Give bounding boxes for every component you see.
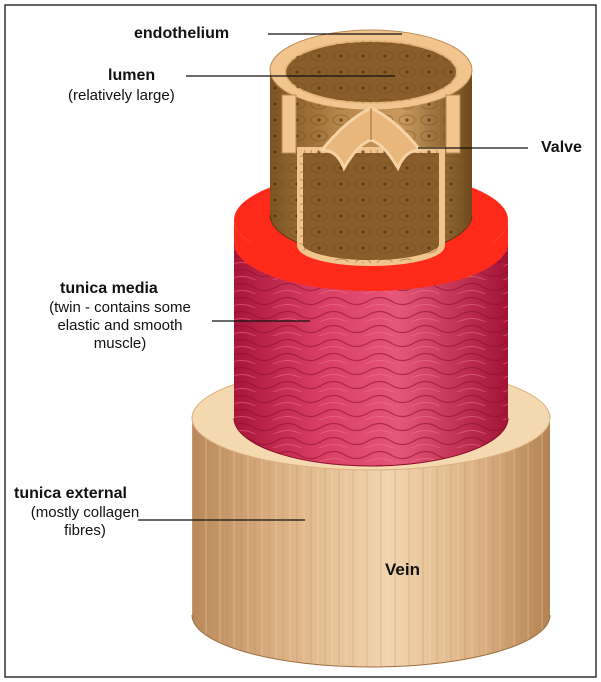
tunica-external-note-line-1: (mostly collagen bbox=[10, 504, 160, 522]
endothelium-label: endothelium bbox=[134, 25, 229, 43]
tunica-external-label: tunica external bbox=[14, 485, 127, 503]
valve-label: Valve bbox=[541, 139, 582, 157]
inner-wall-layer bbox=[270, 30, 472, 263]
tunica-media-note-line-3: muscle) bbox=[10, 335, 230, 353]
tunica-media-label: tunica media bbox=[60, 280, 158, 298]
vessel-type-label: Vein bbox=[385, 561, 420, 579]
tunica-media-note-line-2: elastic and smooth bbox=[10, 317, 230, 335]
lumen-label: lumen bbox=[108, 67, 155, 85]
tunica-external-note: (mostly collagen fibres) bbox=[10, 504, 160, 540]
tunica-media-note-line-1: (twin - contains some bbox=[10, 299, 230, 317]
tunica-media-note: (twin - contains some elastic and smooth… bbox=[10, 299, 230, 353]
tunica-external-note-line-2: fibres) bbox=[10, 522, 160, 540]
lumen-note: (relatively large) bbox=[68, 87, 175, 105]
